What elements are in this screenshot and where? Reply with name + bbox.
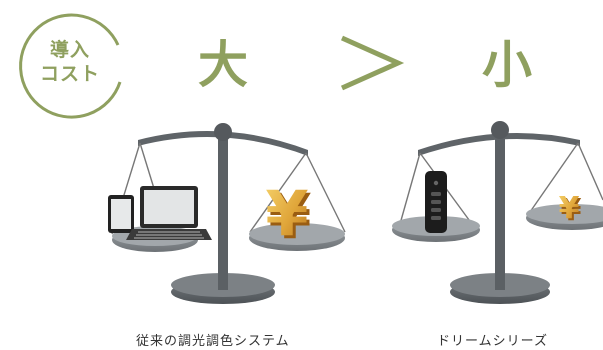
greater-than-symbol xyxy=(340,35,405,91)
laptop-icon xyxy=(126,186,212,240)
badge-line-2: コスト xyxy=(39,63,100,85)
left-scale-beam xyxy=(138,131,308,156)
right-scale-pillar xyxy=(495,138,505,290)
svg-text:¥: ¥ xyxy=(559,191,580,226)
remote-control-icon xyxy=(425,171,447,233)
small-yen-icon: ¥ ¥ xyxy=(559,191,582,228)
right-scale-beam xyxy=(418,132,580,156)
badge-line-1: 導入 xyxy=(49,39,90,61)
cost-badge: 導入 コスト xyxy=(18,30,122,94)
svg-text:¥: ¥ xyxy=(268,180,311,253)
caption-conventional: 従来の調光調色システム xyxy=(136,334,290,349)
yen-icon: ¥ ¥ xyxy=(265,177,311,253)
right-scale-pivot xyxy=(491,121,509,139)
left-scale-pivot xyxy=(214,123,232,141)
svg-text:¥: ¥ xyxy=(561,193,582,228)
cost-badge-circle xyxy=(19,13,122,119)
left-scale-pillar xyxy=(218,138,228,290)
tablet-icon xyxy=(108,195,134,233)
small-label: 小 xyxy=(482,36,532,94)
large-label: 大 xyxy=(198,36,248,94)
caption-dream-series: ドリームシリーズ xyxy=(437,334,548,349)
svg-text:¥: ¥ xyxy=(265,177,308,250)
